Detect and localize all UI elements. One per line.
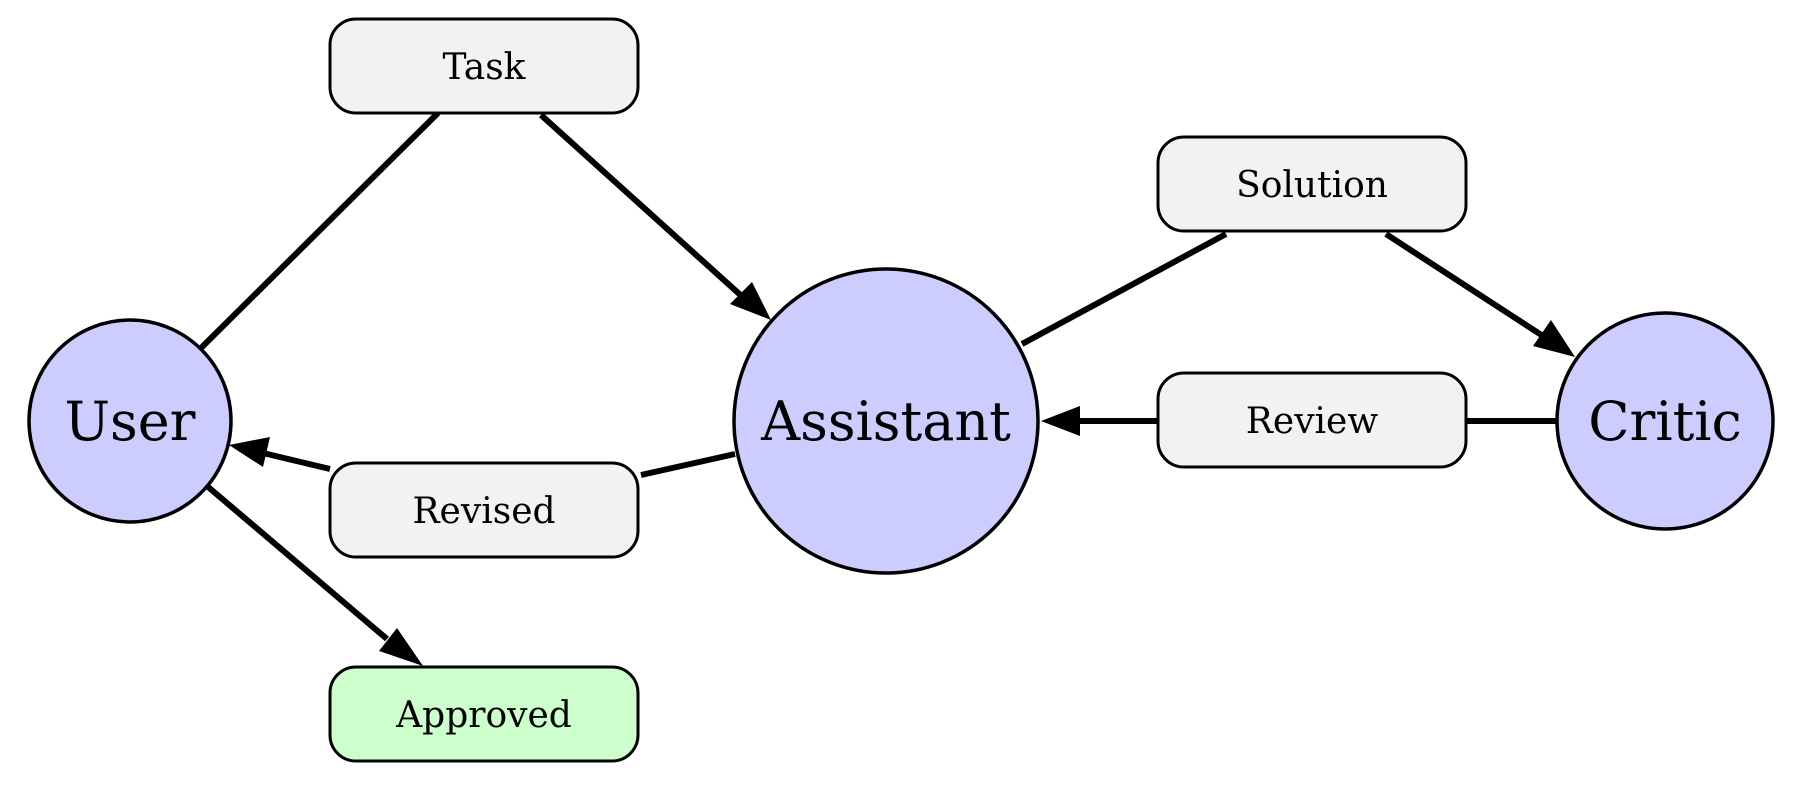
arrowhead-into-critic-from-solution [1533, 320, 1575, 357]
arrowhead-into-assistant-from-review [1041, 406, 1080, 436]
solution-message-box: Solution [1156, 135, 1468, 233]
revised-label: Revised [412, 491, 555, 532]
edge-user-to-approved [205, 483, 389, 642]
edge-assistant-to-solution [1020, 231, 1228, 347]
edge-solution-to-critic [1384, 231, 1548, 341]
critic-node: Critic [1555, 311, 1775, 531]
arrowhead-into-user-from-revised [229, 437, 270, 467]
review-message-box: Review [1156, 371, 1468, 469]
arrowhead-into-assistant-from-task [730, 282, 771, 320]
arrowhead-into-approved [379, 628, 423, 666]
approved-label: Approved [395, 695, 572, 736]
edge-assistant-to-revised [640, 451, 736, 478]
edge-user-to-task [197, 110, 441, 352]
user-label: User [65, 390, 196, 453]
task-message-box: Task [328, 17, 640, 115]
assistant-label: Assistant [760, 390, 1011, 453]
approved-message-box: Approved [328, 665, 640, 763]
revised-message-box: Revised [328, 461, 640, 559]
assistant-node: Assistant [732, 267, 1040, 575]
solution-label: Solution [1236, 165, 1388, 206]
user-node: User [27, 318, 233, 524]
edge-revised-to-user [262, 450, 331, 472]
task-label: Task [443, 47, 527, 88]
edge-task-to-assistant [538, 112, 749, 303]
review-label: Review [1246, 401, 1379, 442]
critic-label: Critic [1588, 390, 1742, 453]
